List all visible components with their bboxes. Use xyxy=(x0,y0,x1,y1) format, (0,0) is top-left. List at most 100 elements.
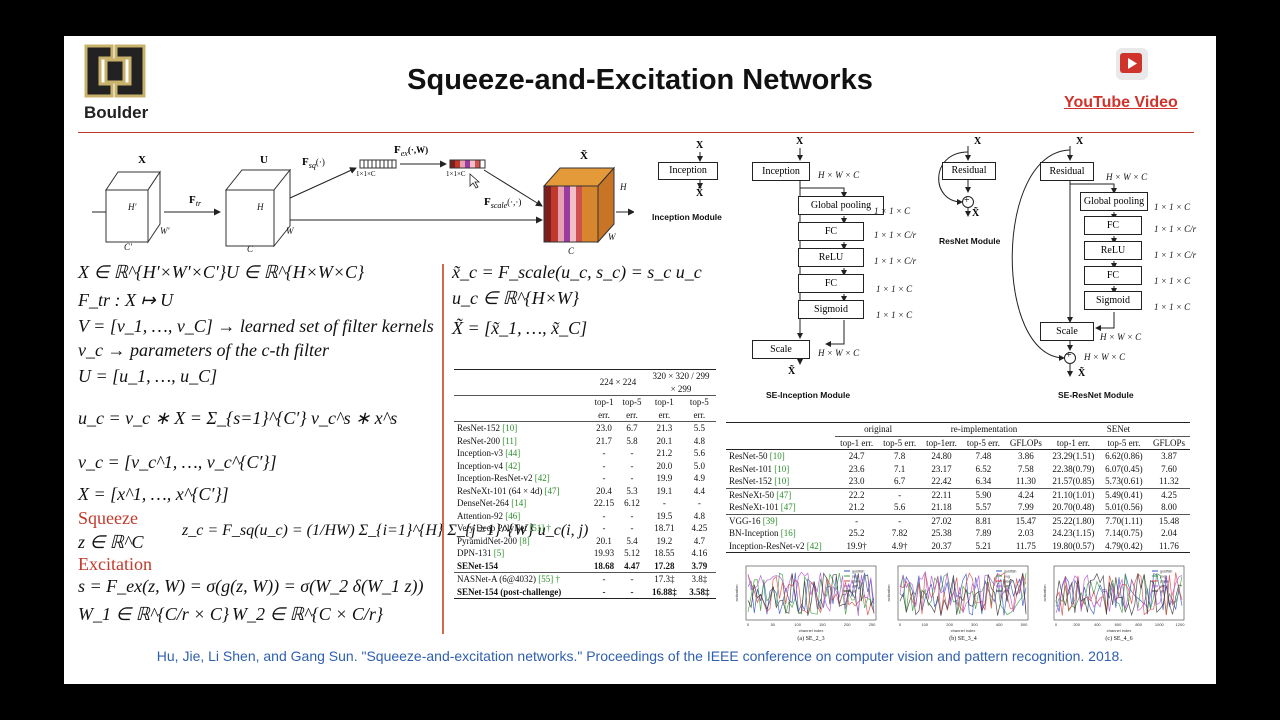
t1-model: Inception-ResNet-v2 [42] xyxy=(454,472,590,485)
t1-model: Inception-v3 [44] xyxy=(454,447,590,460)
t2-model: BN-Inception [16] xyxy=(726,527,835,540)
t1-cell: 21.7 xyxy=(596,435,612,446)
t1-model: SENet-154 xyxy=(454,560,590,573)
t1-model: DPN-131 [5] xyxy=(454,547,590,560)
t1-sub-3: top-5 err. xyxy=(682,395,716,422)
page-title: Squeeze-and-Excitation Networks xyxy=(407,64,873,96)
y-axis-label: activation xyxy=(886,585,891,602)
fex-sub: ex xyxy=(400,149,408,159)
t1-model-name: Inception-ResNet-v2 xyxy=(457,473,533,483)
ftr-sub: tr xyxy=(195,199,202,209)
t1-cell: - xyxy=(602,510,606,521)
resnet-module-diagram xyxy=(938,146,974,217)
math-v-def: V = [v_1, …, v_C] → learned set of filte… xyxy=(78,316,434,336)
se-inception-dim: 1 × 1 × C xyxy=(876,310,913,320)
series-line xyxy=(1055,573,1183,615)
se-inception-dim: 1 × 1 × C xyxy=(876,284,913,294)
t2-cell: 5.57 xyxy=(975,502,992,512)
ser-x: X xyxy=(1076,136,1084,147)
t2-subheader: top-5 err. xyxy=(1099,436,1148,450)
math-z-def: z ∈ ℝ^C xyxy=(78,532,144,552)
h-prime: H′ xyxy=(128,202,137,212)
t2-model-name: ResNet-50 xyxy=(729,451,768,461)
t1-cite: [11] xyxy=(502,435,517,446)
column-divider xyxy=(442,264,444,634)
t2-cell: 2.04 xyxy=(1161,528,1177,538)
se-inception-block: Inception xyxy=(752,162,810,181)
t2-cell: 5.21 xyxy=(961,539,1005,553)
t1-model-name: Attention-92 xyxy=(457,510,503,521)
y-axis-label: activation xyxy=(1042,585,1047,602)
t1-cell: 21.2 xyxy=(656,448,673,458)
legend-entry: pug xyxy=(1160,575,1166,579)
t1-cite: [5] xyxy=(493,548,505,558)
sei-xt: X̃ xyxy=(788,366,796,377)
vec2-dim: 1×1×C xyxy=(446,170,466,178)
youtube-video-link[interactable]: YouTube Video xyxy=(1064,94,1178,111)
t1-cell: 16.88‡ xyxy=(646,585,683,599)
series-line xyxy=(1055,574,1183,614)
t1-cell: 23.0 xyxy=(590,421,618,435)
t1-cell: 20.1 xyxy=(656,435,673,446)
se-resnet-block: ReLU xyxy=(1084,241,1142,260)
t1-model: Attention-92 [46] xyxy=(454,510,590,523)
t2-subheader: top-5 err. xyxy=(961,436,1005,450)
x-tick-label: 100 xyxy=(794,622,801,627)
math-vc-def: v_c → parameters of the c-th filter xyxy=(78,340,329,360)
fex-args: (·,W) xyxy=(407,145,429,155)
t1-cite: [8] xyxy=(519,535,530,546)
se-inception-dim: H × W × C xyxy=(818,348,860,358)
t2-cell: 8.81 xyxy=(961,513,1005,527)
fsq-label: F xyxy=(302,156,309,168)
t2-cell: - xyxy=(835,513,879,527)
x-tick-label: 0 xyxy=(899,622,902,627)
se-resnet-dim: H × W × C xyxy=(1084,352,1126,362)
t2-cell: 22.42 xyxy=(931,476,952,486)
t1-cell: - xyxy=(602,473,606,483)
se-inception-dim: 1 × 1 × C xyxy=(874,206,911,216)
t2-cell: 4.25 xyxy=(1147,487,1190,501)
t2-cell: 6.52 xyxy=(975,463,992,474)
c-label-out: C xyxy=(568,246,575,256)
x-tick-label: 250 xyxy=(869,622,876,627)
t1-cell: - xyxy=(630,523,634,533)
legend-entry: goldfish xyxy=(1160,570,1172,574)
t1-cell: 18.68 xyxy=(593,560,615,571)
t2-cell: 2.03 xyxy=(1018,528,1034,538)
t2-cell: 21.57(0.85) xyxy=(1052,476,1095,486)
math-u-def: U ∈ ℝ^{H×W×C} xyxy=(226,262,365,282)
t2-subheader: top-1err. xyxy=(921,436,962,450)
t2-cell: 23.17 xyxy=(931,463,952,474)
t1-cell: 3.79 xyxy=(691,560,708,571)
t2-cell: 23.0 xyxy=(848,476,865,486)
x-tick-label: 200 xyxy=(1073,622,1080,627)
legend-entry: goldfish xyxy=(852,570,864,574)
t1-cell: - xyxy=(618,585,646,599)
t1-cite: [14] xyxy=(511,498,527,508)
series-line xyxy=(899,573,1027,616)
t1-cell: 4.25 xyxy=(691,523,708,533)
t2-cell: 19.80(0.57) xyxy=(1046,539,1100,553)
t2-subheader: top-1 err. xyxy=(835,436,879,450)
t1-cell: 19.5 xyxy=(656,510,673,521)
se-inception-block: Global pooling xyxy=(798,196,884,215)
t2-cell: 21.10(1.01) xyxy=(1046,487,1100,501)
se-block-diagram xyxy=(92,159,634,248)
youtube-icon[interactable] xyxy=(1114,46,1150,82)
series-line xyxy=(747,571,875,617)
t2-cell: 20.37 xyxy=(921,539,962,553)
t2-model-name: ResNeXt-101 xyxy=(729,502,779,512)
legend-entry: cliff xyxy=(1004,585,1009,589)
cursor-icon xyxy=(469,173,481,189)
t1-cell: 6.7 xyxy=(618,421,646,435)
t2-cell: 24.23(1.15) xyxy=(1052,528,1095,538)
t2-cite: [47] xyxy=(776,489,792,500)
plot-caption: (a) SE_2_3 xyxy=(797,635,824,642)
se-resnet-dim: H × W × C xyxy=(1100,332,1142,342)
t2-model-name: ResNet-101 xyxy=(729,463,772,474)
